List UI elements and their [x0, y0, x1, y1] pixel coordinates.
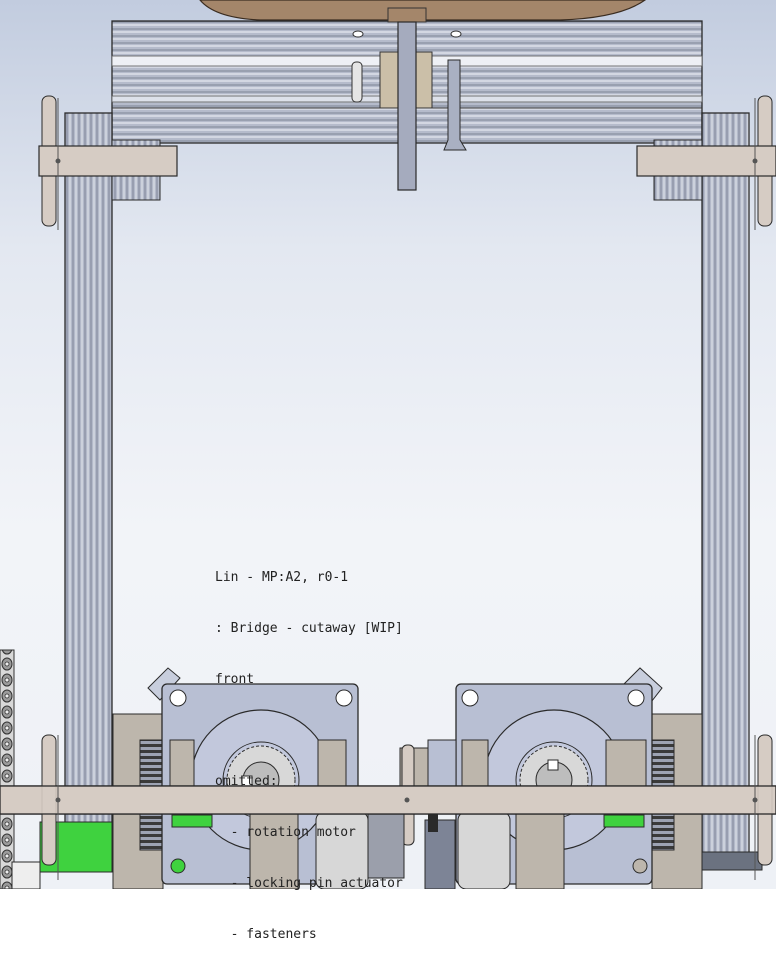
note-line: Lin - MP:A2, r0-1 — [215, 570, 349, 585]
center-locking-block — [315, 739, 511, 889]
bottom-tan-beam-front — [0, 785, 776, 815]
note-line — [215, 722, 403, 739]
note-line: - rotation motor — [215, 825, 356, 840]
right-green-pad — [701, 851, 763, 871]
top-crossbeam — [111, 7, 703, 191]
bridge-assembly-drawing — [0, 0, 776, 889]
note-line: front — [215, 672, 255, 687]
left-top-bracket — [38, 145, 178, 177]
note-line: - locking pin actuator — [215, 876, 403, 891]
note-line: omitted: — [215, 774, 278, 789]
note-line: - fasteners — [215, 927, 317, 942]
drawing-note: Lin - MP:A2, r0-1 : Bridge - cutaway [WI… — [215, 535, 403, 977]
note-line: : Bridge - cutaway [WIP] — [215, 621, 403, 636]
left-drive-chain — [0, 649, 15, 889]
cad-viewport[interactable]: Lin - MP:A2, r0-1 : Bridge - cutaway [WI… — [0, 0, 776, 942]
left-vertical-post — [64, 112, 161, 854]
